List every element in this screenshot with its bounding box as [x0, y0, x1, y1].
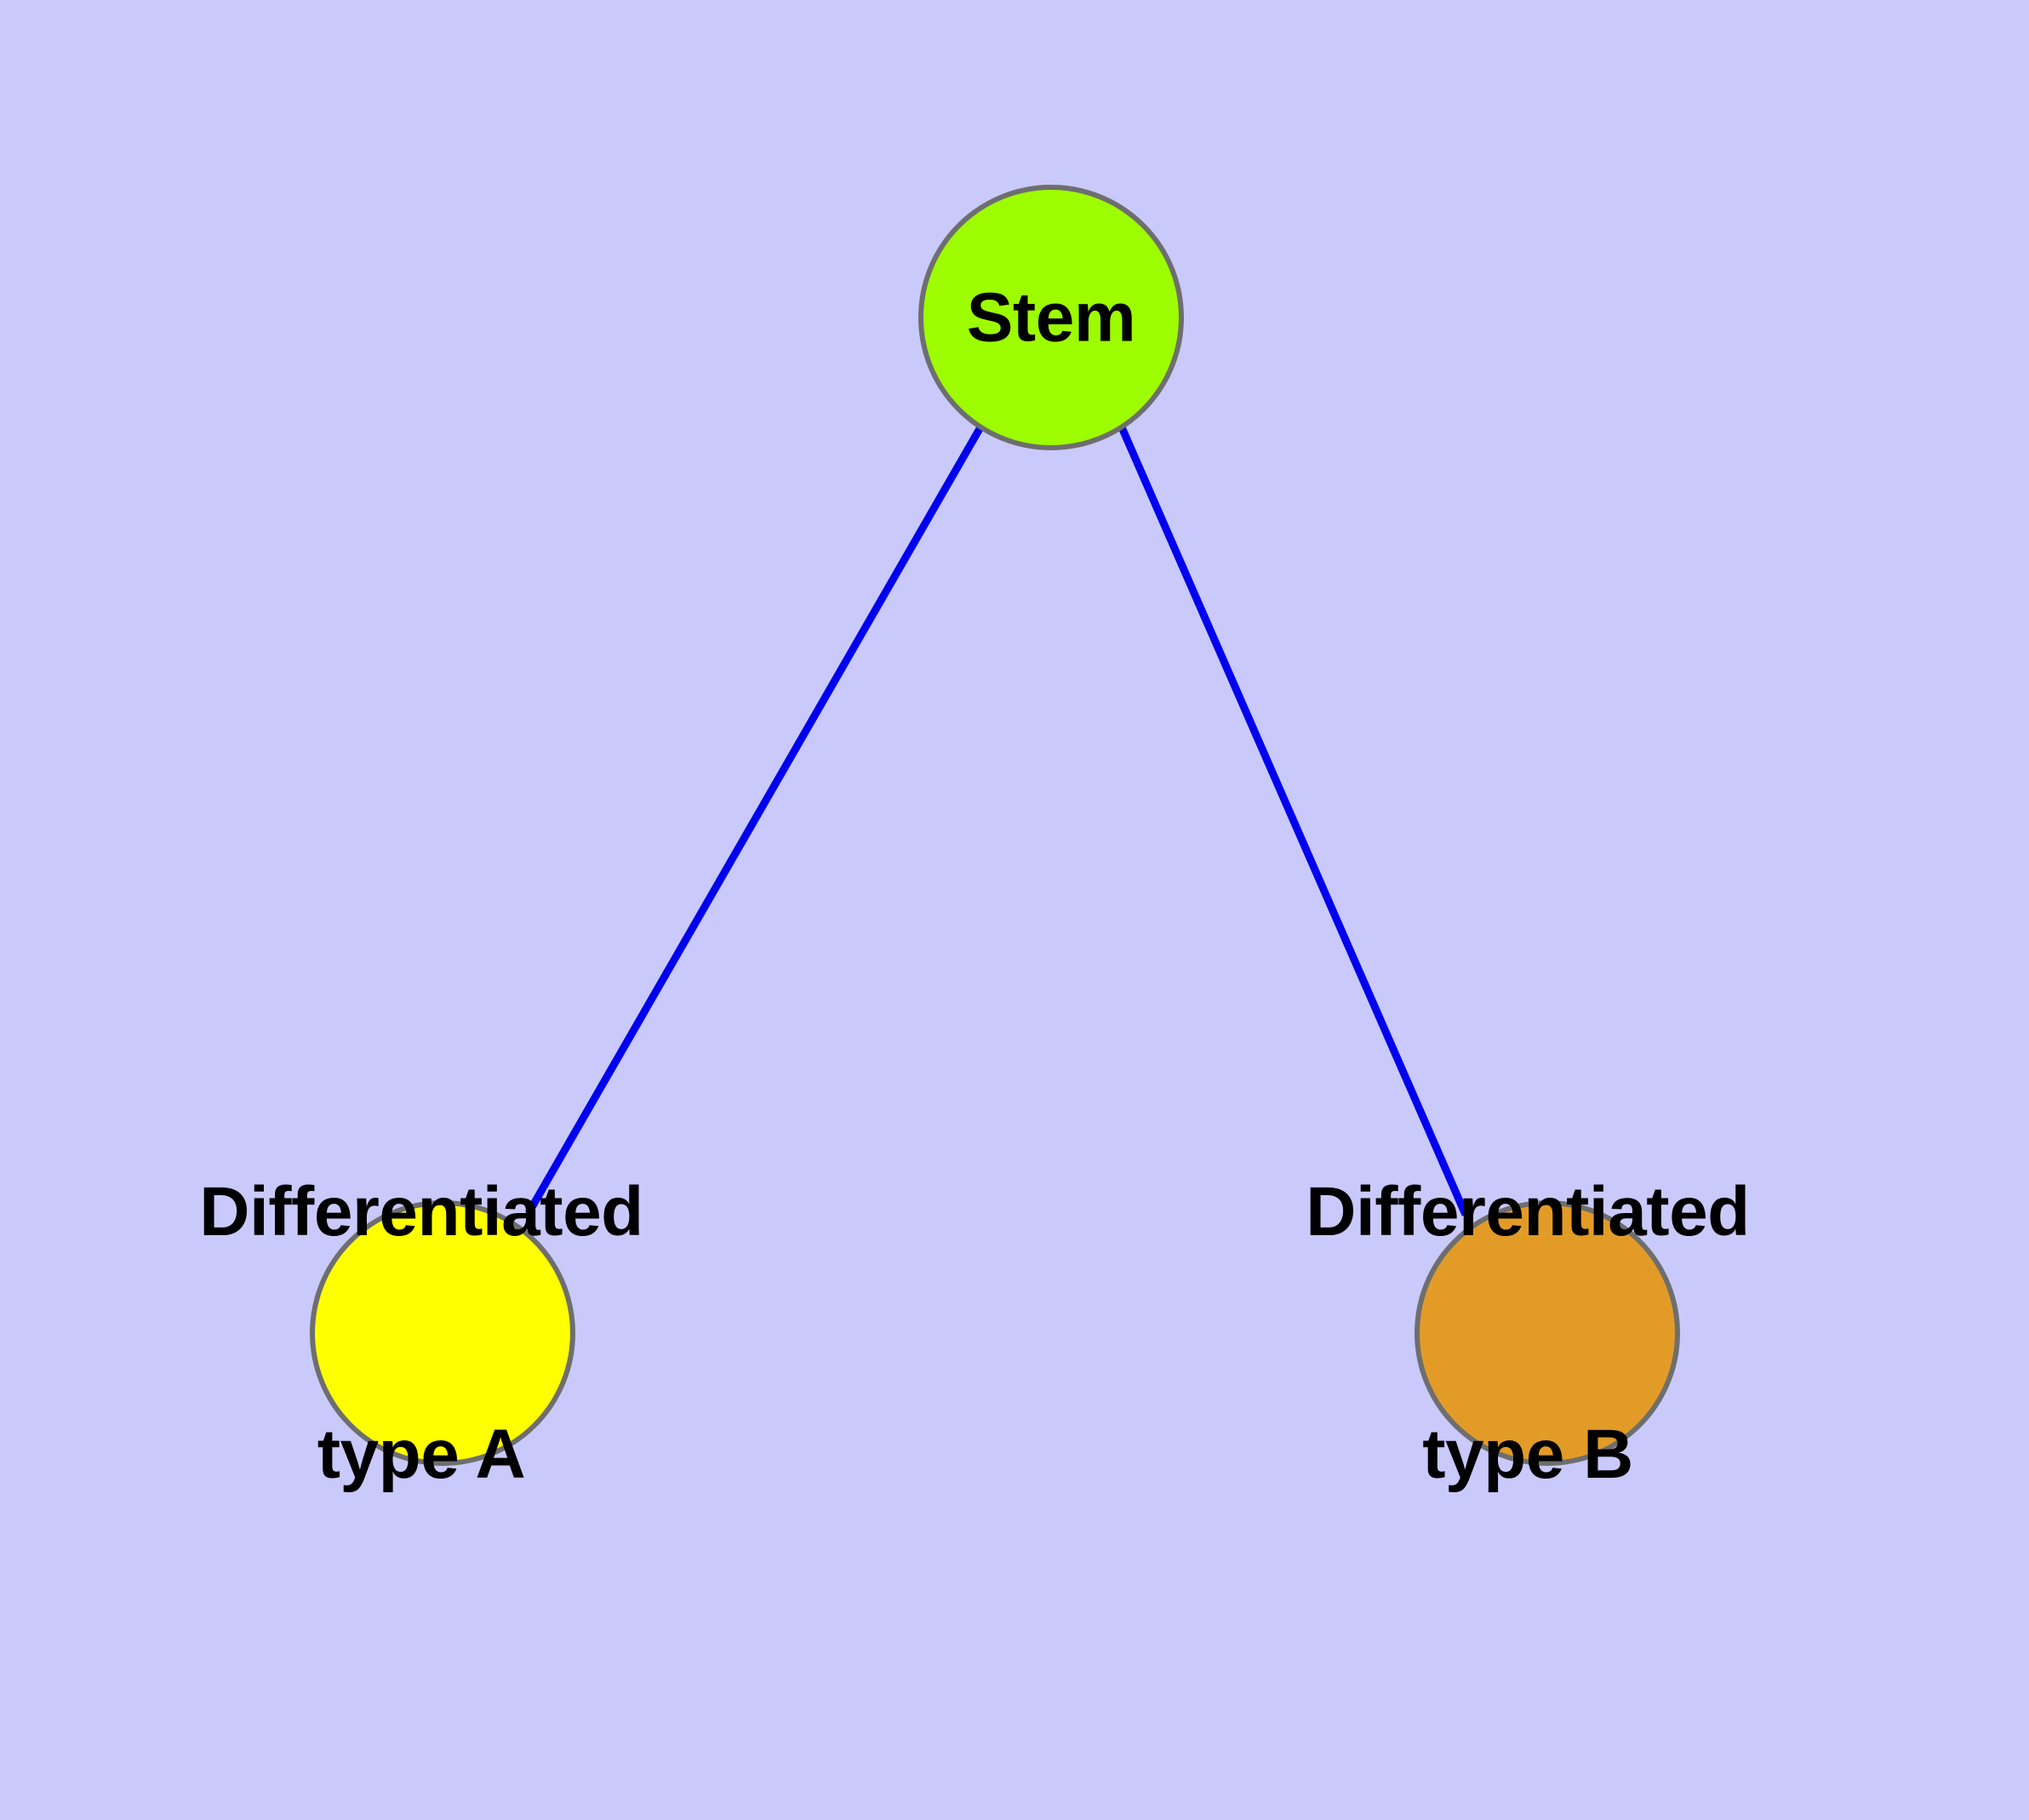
edge-stem-to-type-a[interactable] — [525, 425, 984, 1216]
node-circle-stem[interactable] — [918, 185, 1184, 450]
edge-layer — [525, 425, 1470, 1216]
node-circle-type-a[interactable] — [310, 1200, 575, 1466]
edge-stem-to-type-b[interactable] — [1117, 426, 1470, 1216]
node-layer — [310, 185, 1680, 1466]
node-circle-type-b[interactable] — [1415, 1200, 1680, 1466]
